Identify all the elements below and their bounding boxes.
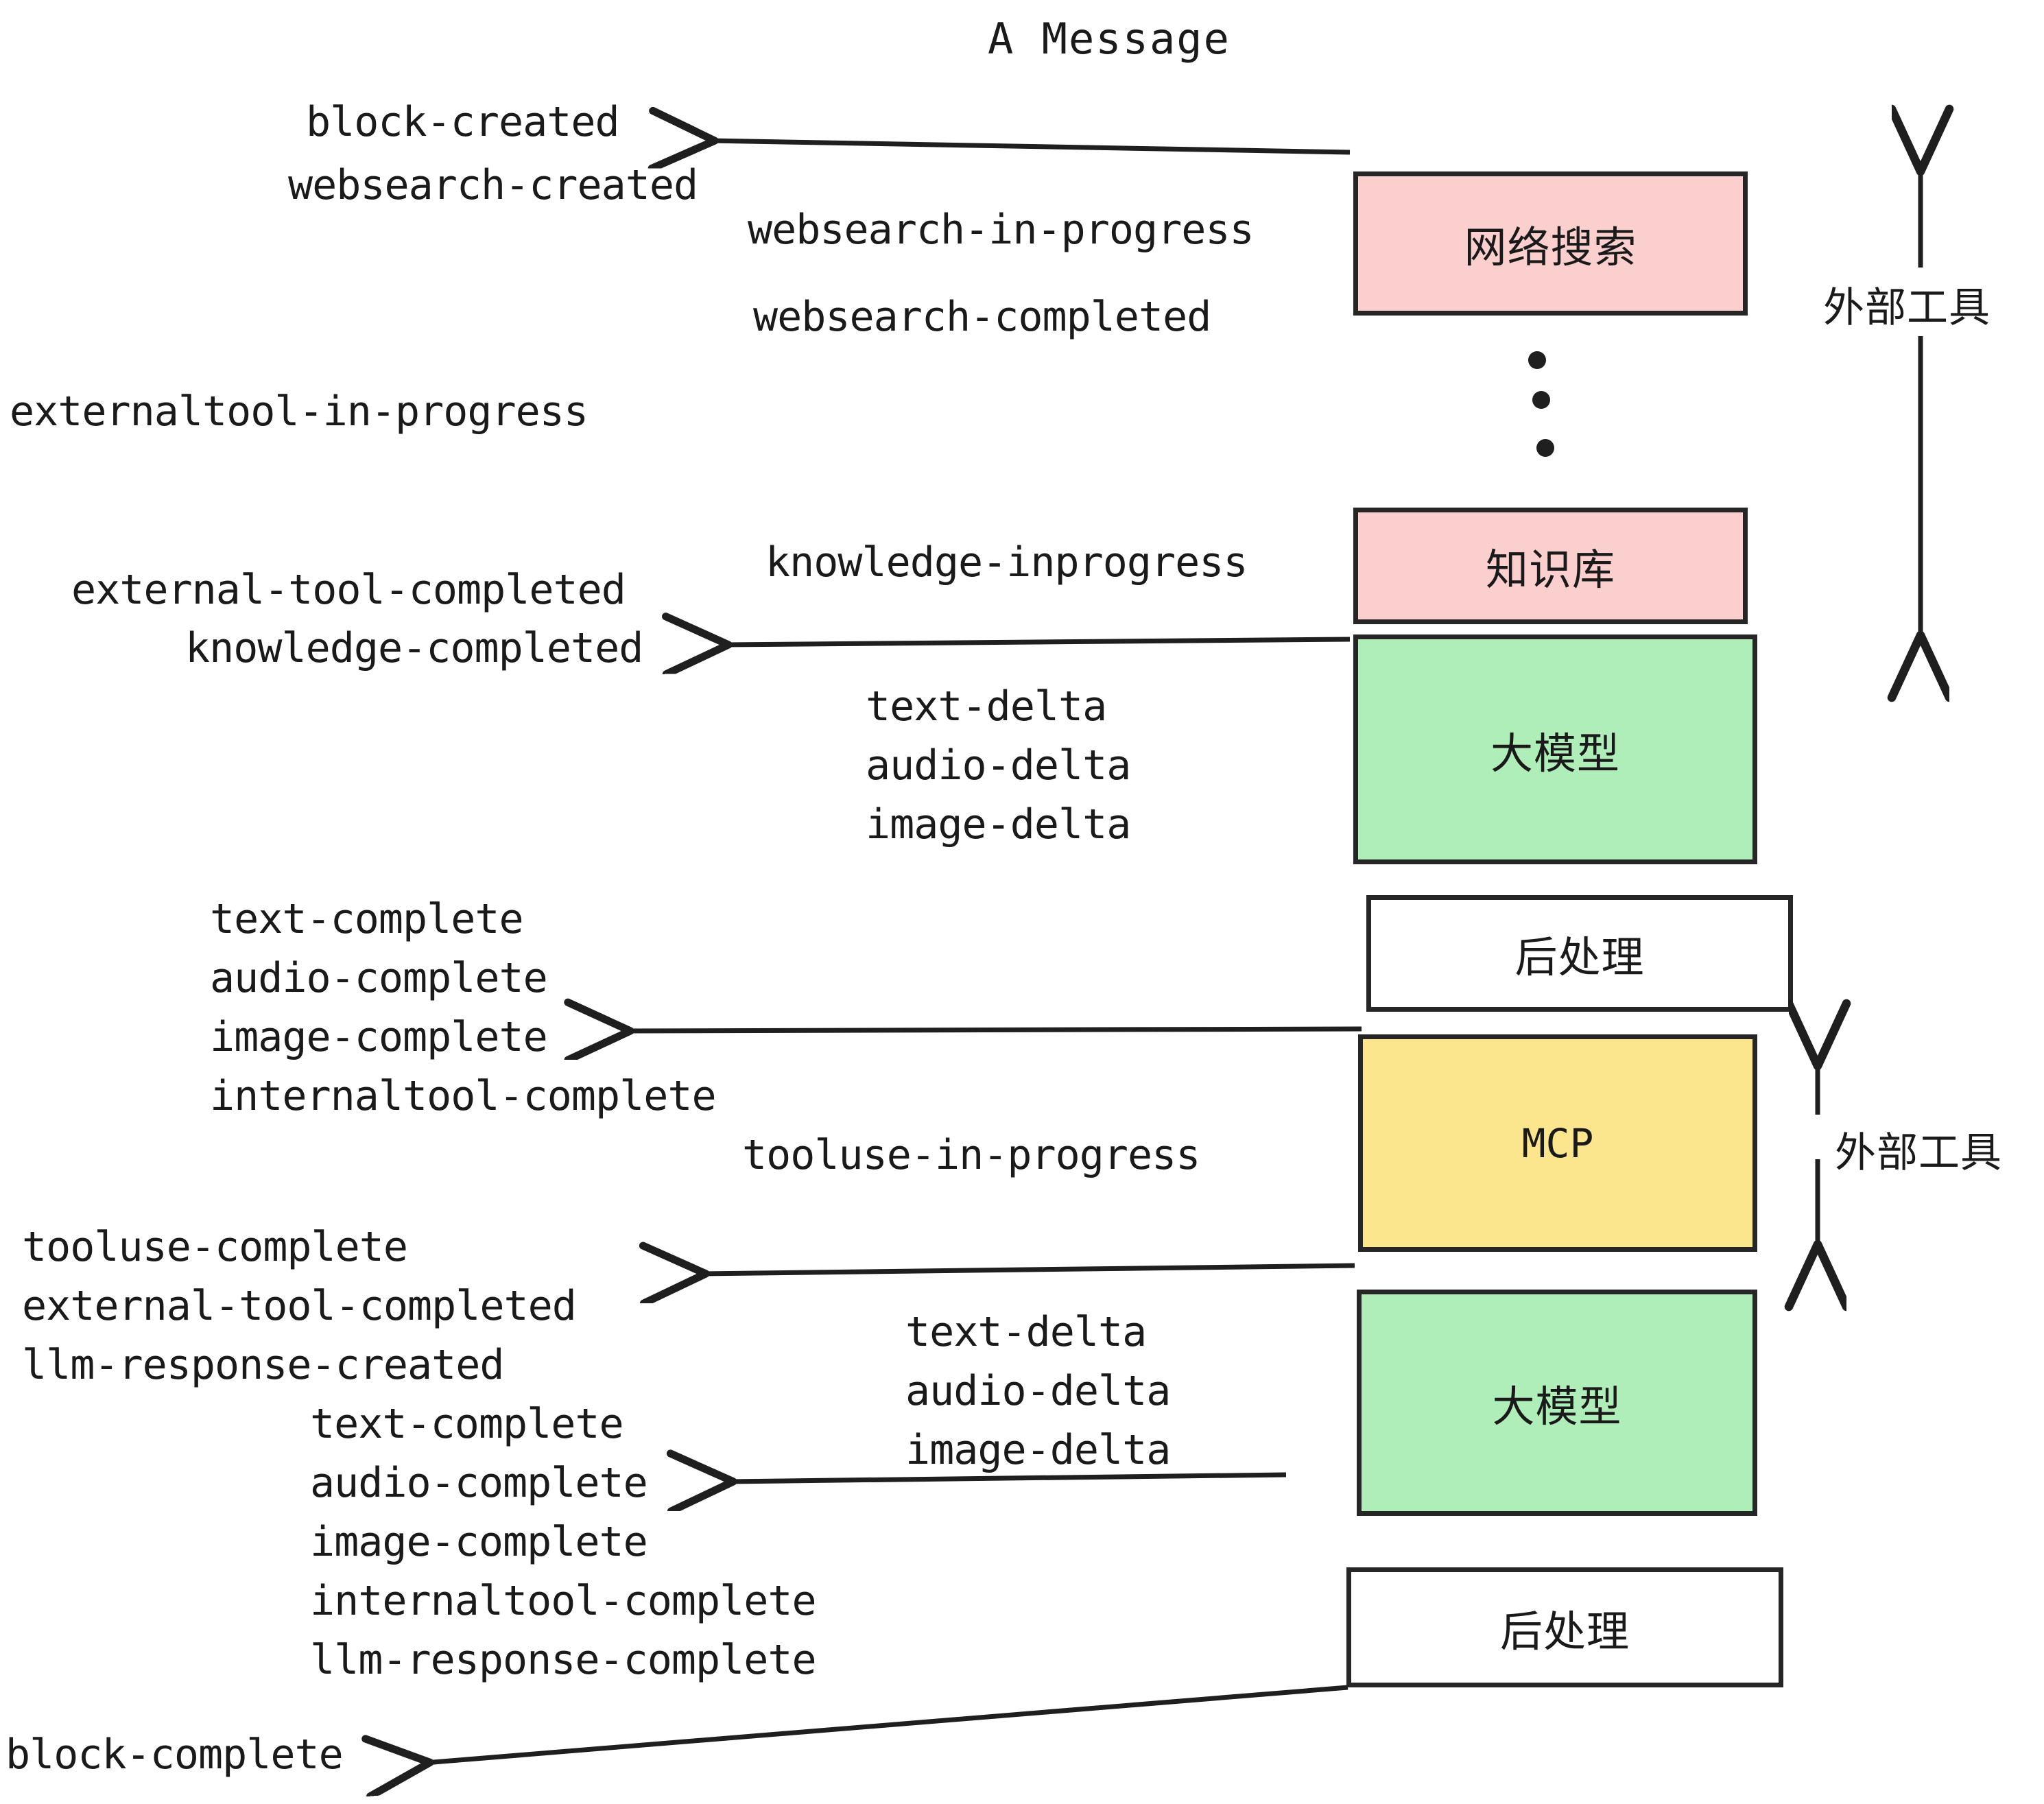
event-label-externaltool-in-progress: externaltool-in-progress (10, 388, 589, 436)
event-label-block-complete: block-complete (5, 1731, 344, 1779)
node-websearch-label: 网络搜索 (1464, 222, 1637, 272)
node-llm-1-label: 大模型 (1490, 728, 1620, 779)
event-label-image-delta-1: image-delta (866, 800, 1131, 848)
node-llm-2[interactable]: 大模型 (1357, 1290, 1757, 1516)
event-label-external-tool-completed-2: external-tool-completed (22, 1282, 577, 1330)
node-knowledge-label: 知识库 (1485, 545, 1615, 595)
node-mcp-label: MCP (1521, 1119, 1594, 1167)
side-label-external-tools-2: 外部工具 (1835, 1129, 2002, 1177)
event-label-text-delta-1: text-delta (866, 683, 1107, 731)
node-mcp[interactable]: MCP (1358, 1034, 1757, 1252)
event-label-websearch-completed: websearch-completed (753, 293, 1211, 341)
event-label-tooluse-complete: tooluse-complete (22, 1223, 408, 1271)
event-label-websearch-in-progress: websearch-in-progress (748, 206, 1255, 254)
node-postprocess-2-label: 后处理 (1499, 1606, 1630, 1657)
event-label-tooluse-in-progress: tooluse-in-progress (742, 1131, 1200, 1179)
event-label-audio-delta-2: audio-delta (905, 1367, 1171, 1415)
node-websearch[interactable]: 网络搜索 (1353, 171, 1748, 316)
event-label-image-complete-2: image-complete (310, 1518, 648, 1566)
event-label-audio-complete-1: audio-complete (210, 954, 548, 1002)
event-label-websearch-created: websearch-created (288, 161, 698, 209)
event-label-knowledge-inprogress: knowledge-inprogress (765, 538, 1248, 586)
side-label-external-tools-1: 外部工具 (1823, 284, 1990, 332)
node-postprocess-1[interactable]: 后处理 (1366, 895, 1793, 1012)
event-label-block-created: block-created (306, 98, 620, 146)
node-llm-2-label: 大模型 (1492, 1381, 1622, 1432)
event-label-text-complete-1: text-complete (210, 895, 524, 943)
event-label-internaltool-complete-2: internaltool-complete (310, 1577, 817, 1625)
event-label-image-complete-1: image-complete (210, 1013, 548, 1061)
arrow-llm2-to-audio-complete (728, 1475, 1287, 1482)
event-label-external-tool-completed-1: external-tool-completed (71, 566, 626, 614)
node-llm-1[interactable]: 大模型 (1353, 634, 1757, 864)
ellipsis-dot-1 (1528, 351, 1546, 369)
ellipsis-dot-3 (1536, 439, 1554, 457)
node-postprocess-2[interactable]: 后处理 (1346, 1567, 1783, 1687)
ellipsis-dot-2 (1532, 391, 1550, 409)
arrow-websearch-to-created (710, 141, 1351, 152)
node-postprocess-1-label: 后处理 (1514, 932, 1645, 982)
event-label-text-delta-2: text-delta (905, 1308, 1147, 1356)
event-label-internaltool-complete-1: internaltool-complete (210, 1072, 717, 1120)
event-label-knowledge-completed: knowledge-completed (185, 624, 643, 672)
event-label-audio-complete-2: audio-complete (310, 1459, 648, 1507)
arrow-postprocess-to-image-complete (626, 1029, 1362, 1031)
arrow-postprocess2-to-block-complete (425, 1685, 1348, 1763)
event-label-image-delta-2: image-delta (905, 1426, 1171, 1474)
event-label-llm-response-complete: llm-response-complete (310, 1636, 817, 1684)
arrow-mcp-to-tooluse-complete (701, 1266, 1355, 1274)
page-title: A Message (988, 14, 1231, 64)
event-label-audio-delta-1: audio-delta (866, 741, 1131, 790)
event-label-text-complete-2: text-complete (310, 1400, 624, 1448)
arrow-knowledge-to-completed (724, 639, 1351, 645)
node-knowledge[interactable]: 知识库 (1353, 508, 1748, 624)
event-label-llm-response-created: llm-response-created (22, 1341, 504, 1389)
